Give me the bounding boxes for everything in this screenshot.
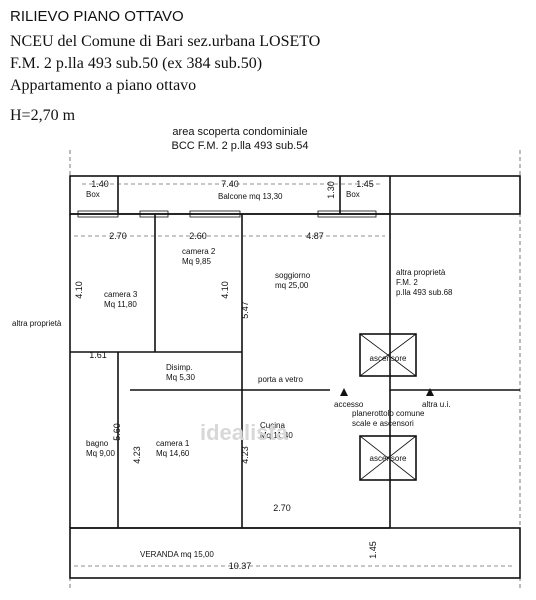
ascensore-top-label: ascensore (370, 354, 407, 363)
watermark-text: idealista (200, 420, 289, 445)
bagno-area: Mq 9,00 (86, 449, 115, 458)
area-bcc-label: BCC F.M. 2 p.lla 493 sub.54 (172, 140, 309, 152)
dim-410-a: 4.10 (74, 281, 84, 299)
dim-1037: 10.37 (229, 561, 252, 571)
altra-proprieta-right-1: altra proprietà (396, 268, 446, 277)
altra-proprieta-left: altra proprietà (12, 319, 62, 328)
dim-145-right: 1.45 (368, 541, 378, 559)
dim-423-a: 4.23 (132, 446, 142, 464)
cucina-name: Cucina (260, 421, 285, 430)
dim-560: 5.60 (112, 423, 122, 441)
ascensore-top-box (359, 333, 417, 377)
box-right-label: Box (346, 190, 360, 199)
camera2-area: Mq 9,85 (182, 257, 211, 266)
dim-161: 1.61 (89, 350, 107, 360)
parcel-line: F.M. 2 p.lla 493 sub.50 (ex 384 sub.50) (10, 55, 263, 72)
window-4 (317, 210, 377, 218)
window-1 (77, 210, 119, 218)
camera3-area: Mq 11,80 (104, 300, 137, 309)
disimp-name: Disimp. (166, 363, 193, 372)
drawing-title: RILIEVO PIANO OTTAVO (10, 8, 184, 25)
accesso-arrow-icon (340, 388, 348, 396)
altra-ui-label: altra u.i. (422, 400, 450, 409)
soggiorno-name: soggiorno (275, 271, 311, 280)
altra-ui-arrow-icon (426, 388, 434, 396)
accesso-label: accesso (334, 400, 364, 409)
window-3 (189, 210, 241, 218)
bagno-name: bagno (86, 439, 109, 448)
dim-145-top: 1.45 (356, 179, 374, 189)
dim-410-b: 4.10 (220, 281, 230, 299)
ceiling-height: H=2,70 m (10, 107, 76, 124)
ascensore-bottom-cross-b (359, 435, 417, 481)
veranda-label: VERANDA mq 15,00 (140, 550, 214, 559)
dim-487: 4.87 (306, 231, 324, 241)
dim-270: 2.70 (109, 231, 127, 241)
soggiorno-area: mq 25,00 (275, 281, 309, 290)
dim-423-b: 4.23 (240, 446, 250, 464)
planerottolo-line2: scale e ascensori (352, 419, 414, 428)
porta-vetro-label: porta a vetro (258, 375, 303, 384)
balcone-outline (69, 175, 521, 215)
ascensore-bottom-label: ascensore (370, 454, 407, 463)
dim-260: 2.60 (189, 231, 207, 241)
ascensore-top-cross-b (359, 333, 417, 377)
apartment-wall-top (70, 213, 520, 391)
camera1-name: camera 1 (156, 439, 190, 448)
ascensore-bottom-box (359, 435, 417, 481)
box-left-label: Box (86, 190, 100, 199)
cucina-area: Mq 11,40 (260, 431, 293, 440)
window-2 (139, 210, 169, 218)
balcone-label: Balcone mq 13,30 (218, 192, 283, 201)
altra-proprieta-right-2: F.M. 2 (396, 278, 418, 287)
dim-130: 1.30 (326, 181, 336, 199)
cadastral-line: NCEU del Comune di Bari sez.urbana LOSET… (10, 33, 321, 50)
unit-description: Appartamento a piano ottavo (10, 77, 197, 94)
camera2-name: camera 2 (182, 247, 216, 256)
area-condominiale-label: area scoperta condominiale (172, 126, 307, 138)
planerottolo-line1: planerottolo comune (352, 409, 425, 418)
camera1-area: Mq 14,60 (156, 449, 190, 458)
disimp-area: Mq 5,30 (166, 373, 195, 382)
dim-270-bottom: 2.70 (273, 503, 291, 513)
camera3-name: camera 3 (104, 290, 138, 299)
dim-740: 7.40 (221, 179, 239, 189)
dim-547: 5.47 (240, 301, 250, 319)
dim-140: 1.40 (91, 179, 109, 189)
altra-proprieta-right-3: p.lla 493 sub.68 (396, 288, 453, 297)
veranda-outline (69, 527, 521, 579)
